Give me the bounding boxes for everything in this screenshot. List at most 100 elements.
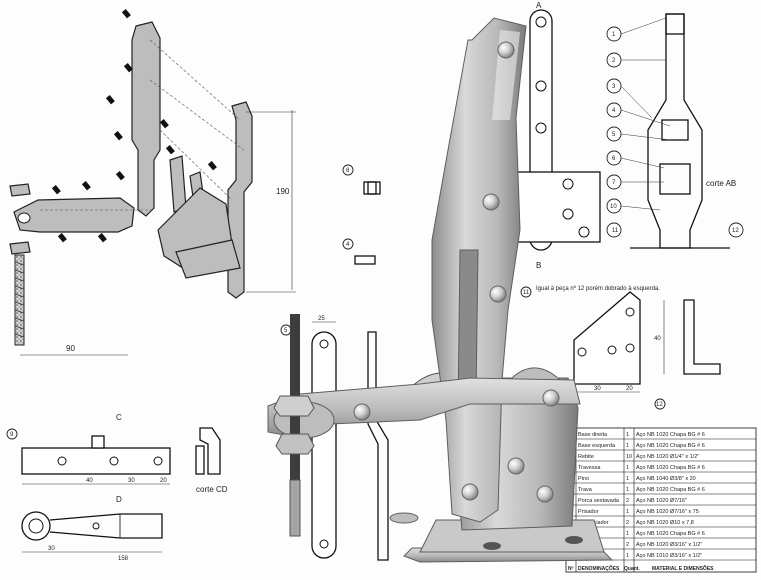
base-plate-hole-2 [562, 208, 574, 220]
rivet-4 [353, 403, 371, 421]
parts-table-cell-spec: Aço NB 1020 Chapa BG # 6 [636, 531, 705, 537]
marker-circle-11 [520, 286, 532, 298]
part-9-eye-hole [28, 518, 44, 534]
link-hole-top [319, 339, 329, 349]
letter-a: A [536, 1, 542, 10]
parts-table-cell-spec: Aço NB 1020 Ø7/16" [636, 498, 687, 504]
parts-table-cell-qty: 1 [626, 432, 629, 438]
clamp-spindle [290, 314, 300, 534]
callout-10: 10 [610, 204, 617, 210]
parts-table-cell-name: Base direita [578, 432, 608, 438]
part-9-dim-20: 20 [160, 478, 167, 484]
base-bracket-flange [175, 239, 241, 279]
base-hole-left [483, 542, 501, 550]
clamp-spindle-tip [289, 479, 301, 537]
parts-table-cell-spec: Aço NB 1020 Chapa BG # 6 [636, 487, 705, 493]
part-12-hole-3 [625, 307, 635, 317]
parts-table-cell-qty: 1 [626, 531, 629, 537]
section-cd-shape [199, 427, 221, 475]
parts-table-footer-col2: DENOMINAÇÕES [578, 565, 620, 572]
parts-table-cell-qty: 2 [626, 520, 629, 526]
marker-5-label: 5 [284, 328, 288, 334]
callout-7: 7 [612, 180, 616, 186]
parts-table-cell-qty: 1 [626, 476, 629, 482]
rivet-6 [507, 457, 525, 475]
base-plate-hole-3 [578, 226, 590, 238]
parts-table-cell-qty: 1 [626, 509, 629, 515]
threaded-stud [14, 254, 25, 346]
parts-table-cell-qty: 2 [626, 542, 629, 548]
part-12-dim-40: 40 [654, 336, 661, 342]
marker-4-label: 4 [346, 242, 350, 248]
letter-c: C [116, 413, 122, 422]
section-ab-top [665, 13, 685, 35]
section-cd-label: corte CD [196, 485, 228, 494]
upright-hole-3 [535, 122, 547, 134]
dim-190-label: 190 [276, 187, 290, 196]
parts-table-footer-col1: Nº [568, 566, 574, 572]
marker-circle-8 [342, 164, 354, 176]
part-9-plan-dim-158: 158 [118, 556, 129, 562]
marker-circle-4 [342, 238, 354, 250]
part-9-dim-40: 40 [86, 478, 93, 484]
parts-table-cell-spec: Aço NB 1020 Ø7/16" x 75 [636, 509, 699, 515]
parts-table-cell-name: Travessa [578, 465, 601, 471]
base-plate-hole-1 [562, 178, 574, 190]
parts-table-cell-spec: Aço NB 1020 Chapa BG # 6 [636, 465, 705, 471]
rivet-7 [461, 483, 479, 501]
parts-table-cell-name: Base esquerda [578, 443, 616, 449]
hex-nut-top [9, 183, 31, 197]
parts-table-cell-spec: Aço NB 1020 Chapa BG # 6 [636, 443, 705, 449]
parts-table-cell-spec: Aço NB 1010 Ø3/16" x 1/2" [636, 553, 702, 559]
part-9-hole-3 [153, 456, 163, 466]
section-ab-label: corte AB [706, 179, 736, 188]
upright-hole-1 [535, 16, 547, 28]
parts-table-cell-spec: Aço NB 1020 Ø3/16" x 1/2" [636, 542, 702, 548]
base-slot-left [389, 512, 419, 524]
section-cd-plate [195, 445, 205, 475]
parts-table-cell-name: Trava [578, 487, 593, 493]
parts-table-footer-col3: Quant. [624, 566, 640, 572]
marker-11-label: 11 [523, 290, 530, 296]
left-link-bar [131, 21, 161, 217]
callout-11: 11 [612, 228, 619, 234]
parts-table-cell-qty: 1 [626, 487, 629, 493]
hex-nut-bottom [9, 241, 31, 255]
link-plate-front [311, 331, 337, 559]
marker-12-label: 12 [656, 402, 663, 408]
callout-1: 1 [612, 32, 616, 38]
part-9-plan-body [49, 513, 163, 539]
section-ab-outline [647, 13, 703, 249]
link-width-label: 25 [318, 316, 325, 322]
marker-circle-12 [654, 398, 666, 410]
link-hole-bottom [319, 539, 329, 549]
parts-table-cell-qty: 10 [626, 454, 632, 460]
rivet-8 [536, 485, 554, 503]
marker-circle-9 [6, 428, 18, 440]
rivet-2 [482, 193, 500, 211]
lever-eye-hole [17, 212, 31, 224]
top-right-views: A B corte AB 1 2 3 4 5 6 7 10 11 12 [513, 1, 744, 410]
parts-table-cell-name: Pino [578, 476, 589, 482]
callout-2: 2 [612, 58, 616, 64]
parts-table-cell-spec: Aço NB 1040 Ø3/8" x 20 [636, 476, 696, 482]
part-9-tab [91, 435, 105, 449]
clamp-nut-bottom [275, 433, 315, 455]
rivet-1 [497, 41, 515, 59]
leader-lines [620, 17, 671, 211]
exploded-rivets [51, 9, 217, 243]
callout-5: 5 [612, 132, 616, 138]
parts-table-cell-spec: Aço NB 1020 Chapa BG # 6 [636, 432, 705, 438]
section-ab-block [661, 119, 689, 141]
part-9-drawing: 9 40 30 20 C D 30 158 corte CD [6, 413, 228, 562]
parts-table-footer-col4: MATERIAL E DIMENSÕES [652, 565, 714, 572]
callout-6: 6 [612, 156, 616, 162]
parts-table-cell-qty: 2 [626, 498, 629, 504]
part-12-hole-2 [607, 345, 617, 355]
part-12-hole-4 [625, 343, 635, 353]
letter-d: D [116, 495, 122, 504]
part-9-plan-dim-30: 30 [48, 546, 55, 552]
